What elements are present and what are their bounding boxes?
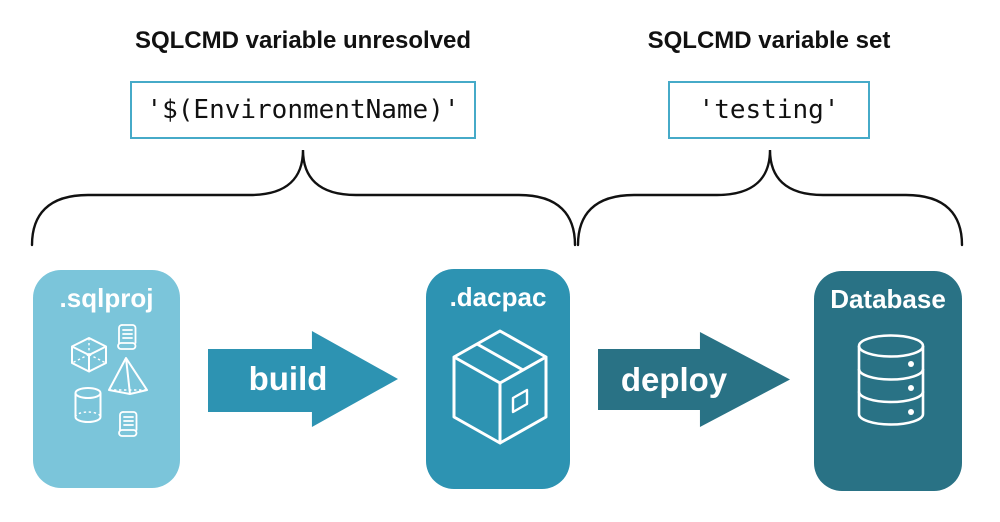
build-arrow: build	[208, 331, 398, 427]
node-database-label: Database	[830, 284, 946, 314]
brace-right-icon	[576, 149, 964, 247]
node-database: Database	[814, 271, 962, 491]
cube-icon	[68, 335, 110, 375]
code-box-environment-variable: '$(EnvironmentName)'	[130, 81, 476, 139]
scroll-icon	[113, 322, 139, 352]
node-dacpac-label: .dacpac	[449, 282, 547, 312]
heading-sqlcmd-unresolved: SQLCMD variable unresolved	[134, 27, 472, 54]
deploy-arrow-label: deploy	[620, 360, 728, 398]
scroll-icon	[114, 409, 140, 439]
brace-left-icon	[30, 149, 577, 247]
code-testing-value: 'testing'	[698, 95, 840, 125]
brace-group	[30, 149, 964, 247]
node-sqlproj-label: .sqlproj	[59, 283, 154, 313]
database-icon	[855, 333, 927, 427]
build-arrow-label: build	[248, 360, 328, 397]
heading-sqlcmd-set: SQLCMD variable set	[647, 27, 891, 54]
pyramid-icon	[101, 355, 150, 397]
code-box-testing-value: 'testing'	[668, 81, 870, 139]
cylinder-icon	[73, 386, 103, 424]
code-environment-variable: '$(EnvironmentName)'	[146, 95, 460, 125]
deploy-arrow: deploy	[598, 332, 790, 427]
package-icon	[447, 325, 553, 449]
node-dacpac: .dacpac	[426, 269, 570, 489]
node-sqlproj: .sqlproj	[33, 270, 180, 488]
